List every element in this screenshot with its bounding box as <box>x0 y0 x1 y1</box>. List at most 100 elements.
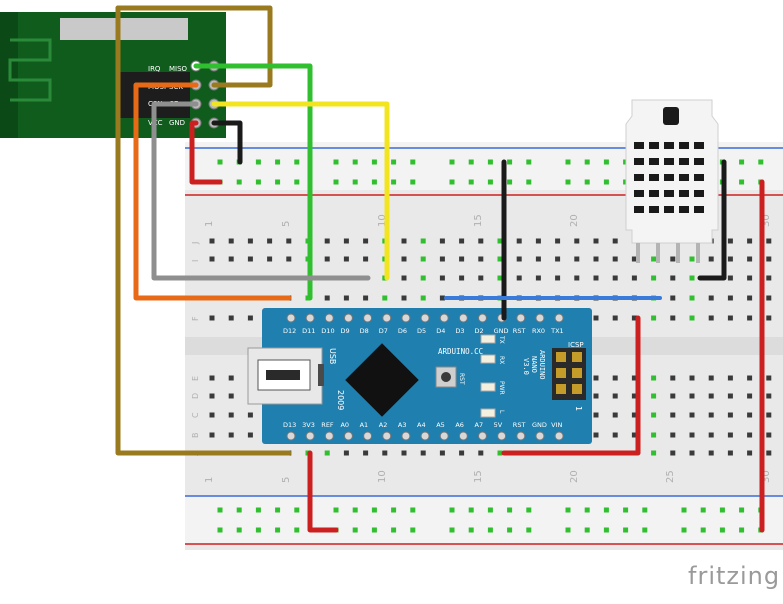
power-rail-hole[interactable] <box>391 179 397 185</box>
breadboard-hole[interactable] <box>516 256 522 262</box>
breadboard-hole[interactable] <box>478 275 484 281</box>
breadboard-hole[interactable] <box>420 275 426 281</box>
breadboard-hole[interactable] <box>247 412 253 418</box>
power-rail-hole[interactable] <box>333 179 339 185</box>
breadboard-hole[interactable] <box>631 256 637 262</box>
nano-bottom-pin[interactable] <box>420 431 430 441</box>
power-rail-hole[interactable] <box>275 507 281 513</box>
power-rail-hole[interactable] <box>449 159 455 165</box>
breadboard-hole[interactable] <box>420 238 426 244</box>
breadboard-hole[interactable] <box>324 256 330 262</box>
breadboard-hole[interactable] <box>516 275 522 281</box>
power-rail-hole[interactable] <box>739 159 745 165</box>
wire-yellow-ce[interactable] <box>211 101 390 281</box>
breadboard-hole[interactable] <box>343 256 349 262</box>
power-rail-hole[interactable] <box>352 179 358 185</box>
power-rail-hole[interactable] <box>333 507 339 513</box>
nano-bottom-pin[interactable] <box>343 431 353 441</box>
breadboard-hole[interactable] <box>209 315 215 321</box>
nano-top-pin[interactable] <box>286 313 296 323</box>
breadboard-hole[interactable] <box>708 256 714 262</box>
breadboard-hole[interactable] <box>747 412 753 418</box>
wire-black-radio-gnd[interactable] <box>211 120 243 165</box>
nano-top-pin[interactable] <box>439 313 449 323</box>
breadboard-hole[interactable] <box>612 275 618 281</box>
breadboard-hole[interactable] <box>401 238 407 244</box>
breadboard-hole[interactable] <box>612 256 618 262</box>
breadboard-hole[interactable] <box>247 315 253 321</box>
power-rail-hole[interactable] <box>255 507 261 513</box>
power-rail-hole[interactable] <box>410 179 416 185</box>
breadboard-hole[interactable] <box>651 315 657 321</box>
nano-top-pin[interactable] <box>535 313 545 323</box>
breadboard-hole[interactable] <box>228 315 234 321</box>
breadboard-hole[interactable] <box>286 238 292 244</box>
breadboard-hole[interactable] <box>670 412 676 418</box>
power-rail-hole[interactable] <box>719 527 725 533</box>
nano-bottom-pin[interactable] <box>324 431 334 441</box>
breadboard-hole[interactable] <box>228 256 234 262</box>
breadboard-hole[interactable] <box>516 238 522 244</box>
breadboard-hole[interactable] <box>766 256 772 262</box>
breadboard-hole[interactable] <box>747 375 753 381</box>
breadboard-hole[interactable] <box>670 393 676 399</box>
breadboard-hole[interactable] <box>727 375 733 381</box>
nano-top-pin[interactable] <box>305 313 315 323</box>
breadboard-hole[interactable] <box>670 295 676 301</box>
nano-top-pin[interactable] <box>458 313 468 323</box>
power-rail-hole[interactable] <box>507 159 513 165</box>
power-rail-hole[interactable] <box>255 527 261 533</box>
nano-bottom-pin[interactable] <box>478 431 487 441</box>
breadboard-hole[interactable] <box>401 275 407 281</box>
power-rail-hole[interactable] <box>352 527 358 533</box>
breadboard-hole[interactable] <box>631 432 637 438</box>
breadboard-hole[interactable] <box>766 375 772 381</box>
power-rail-hole[interactable] <box>507 179 513 185</box>
nano-top-pin[interactable] <box>516 313 526 323</box>
breadboard-hole[interactable] <box>228 375 234 381</box>
breadboard-hole[interactable] <box>747 238 753 244</box>
power-rail-hole[interactable] <box>584 179 590 185</box>
breadboard-hole[interactable] <box>439 256 445 262</box>
breadboard-hole[interactable] <box>708 450 714 456</box>
breadboard-hole[interactable] <box>439 450 445 456</box>
wire-red-3v3[interactable] <box>307 450 339 533</box>
breadboard-hole[interactable] <box>209 375 215 381</box>
power-rail-hole[interactable] <box>603 527 609 533</box>
breadboard-hole[interactable] <box>670 375 676 381</box>
breadboard-hole[interactable] <box>439 295 445 301</box>
power-rail-hole[interactable] <box>507 507 513 513</box>
breadboard-hole[interactable] <box>401 450 407 456</box>
power-rail-hole[interactable] <box>275 159 281 165</box>
nano-bottom-pin[interactable] <box>401 431 411 441</box>
breadboard-hole[interactable] <box>593 412 599 418</box>
breadboard-hole[interactable] <box>670 450 676 456</box>
breadboard-hole[interactable] <box>727 275 733 281</box>
breadboard-hole[interactable] <box>343 238 349 244</box>
nano-bottom-pin[interactable] <box>458 431 468 441</box>
breadboard-hole[interactable] <box>631 315 637 321</box>
nano-bottom-pin[interactable] <box>535 431 545 441</box>
breadboard-hole[interactable] <box>478 450 484 456</box>
breadboard-hole[interactable] <box>766 412 772 418</box>
wire-red-radio-vcc[interactable] <box>189 120 223 185</box>
breadboard-hole[interactable] <box>708 393 714 399</box>
breadboard-hole[interactable] <box>209 432 215 438</box>
breadboard-hole[interactable] <box>708 412 714 418</box>
breadboard-hole[interactable] <box>382 450 388 456</box>
breadboard-hole[interactable] <box>574 238 580 244</box>
breadboard-hole[interactable] <box>593 432 599 438</box>
nano-bottom-pin[interactable] <box>439 431 449 441</box>
power-rail-hole[interactable] <box>468 159 474 165</box>
breadboard-hole[interactable] <box>267 238 273 244</box>
power-rail-hole[interactable] <box>603 507 609 513</box>
breadboard-hole[interactable] <box>228 432 234 438</box>
breadboard-hole[interactable] <box>651 375 657 381</box>
power-rail-hole[interactable] <box>468 527 474 533</box>
breadboard-hole[interactable] <box>459 238 465 244</box>
nano-bottom-pin[interactable] <box>363 431 373 441</box>
power-rail-hole[interactable] <box>565 159 571 165</box>
breadboard-hole[interactable] <box>555 256 561 262</box>
breadboard-hole[interactable] <box>612 238 618 244</box>
breadboard-hole[interactable] <box>670 275 676 281</box>
